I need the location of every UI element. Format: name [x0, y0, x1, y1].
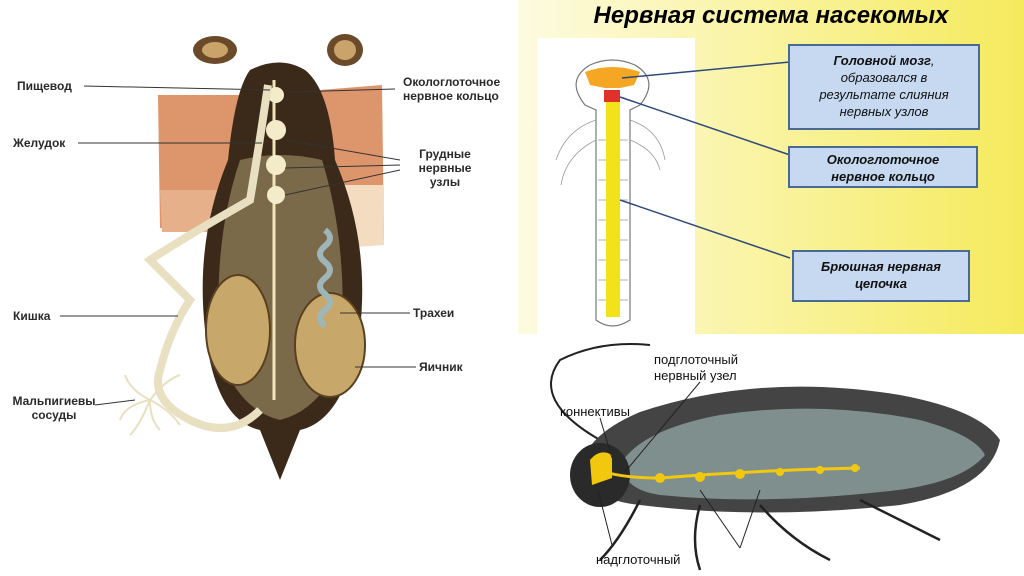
- callout-ring-line1: Окологлоточное: [826, 152, 940, 167]
- label-ring-line1: Окологлоточное: [403, 75, 501, 89]
- callout-chain-line2: цепочка: [855, 276, 907, 291]
- trachea-coil: [317, 227, 333, 329]
- callout-chain-line1: Брюшная нервная: [821, 259, 941, 274]
- label-stomach: Желудок: [13, 136, 66, 150]
- label-supraesophageal: надглоточный: [596, 552, 681, 567]
- callout-brain-line2: результате слияния: [819, 87, 949, 102]
- label-subesophageal-line1: подглоточный: [654, 352, 739, 367]
- callout-ring: Окологлоточное нервное кольцо: [788, 146, 978, 188]
- label-intestine: Кишка: [13, 309, 51, 323]
- ovary-left: [205, 274, 271, 386]
- label-ovary: Яичник: [419, 360, 463, 374]
- ovary-right: [294, 292, 366, 398]
- label-thoracic-line2: нервные: [418, 161, 472, 175]
- label-connectives: коннективы: [560, 404, 630, 419]
- callout-brain-comma: ,: [930, 53, 935, 68]
- label-trachea: Трахеи: [413, 306, 455, 320]
- callout-brain-line1: образовался в: [840, 70, 928, 85]
- callout-brain-title: Головной мозг: [833, 53, 931, 68]
- intestine-tube: [143, 84, 272, 432]
- callout-brain-line3: нервных узлов: [839, 104, 929, 119]
- label-subesophageal-line2: нервный узел: [654, 368, 737, 383]
- page-title: Нервная система насекомых: [593, 2, 949, 29]
- label-thoracic-line3: узлы: [429, 175, 461, 189]
- label-malpighian-line1: Мальпигиевы: [12, 394, 96, 408]
- callout-brain: Головной мозг, образовался в результате …: [788, 44, 980, 130]
- label-esophagus: Пищевод: [17, 79, 72, 93]
- label-ring-line2: нервное кольцо: [403, 89, 499, 103]
- malpighian-tubules: [119, 374, 181, 436]
- label-malpighian-line2: сосуды: [31, 408, 77, 422]
- callout-ring-line2: нервное кольцо: [831, 169, 935, 184]
- callout-ventral-chain: Брюшная нервная цепочка: [792, 250, 970, 302]
- label-thoracic-line1: Грудные: [419, 147, 471, 161]
- larva-diagram-box: [537, 38, 695, 334]
